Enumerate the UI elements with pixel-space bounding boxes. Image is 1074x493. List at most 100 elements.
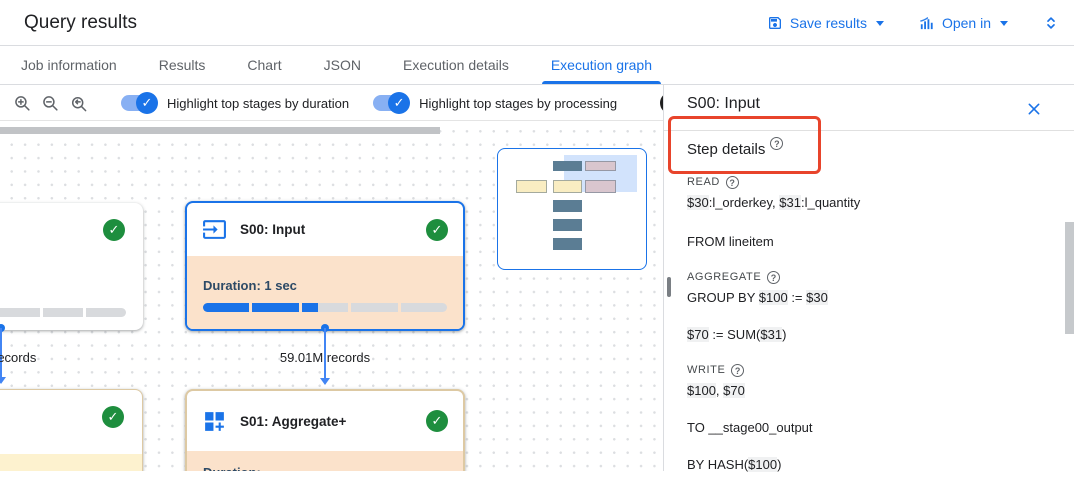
stage-title: S00: Input bbox=[240, 222, 306, 237]
stage-duration-section: Duration: bbox=[187, 451, 463, 471]
minimap-stage-block bbox=[516, 180, 547, 193]
header-actions: Save results Open in bbox=[767, 0, 1060, 46]
step-section-value: $70 := SUM($31) bbox=[687, 327, 787, 342]
stage-processing-section bbox=[0, 454, 142, 471]
graph-toolbar: ✓ Highlight top stages by duration ✓ Hig… bbox=[0, 86, 698, 121]
stage-complete-icon: ✓ bbox=[103, 219, 125, 241]
step-details-heading: Step details? bbox=[687, 137, 784, 158]
step-section: BY HASH($100) bbox=[687, 456, 1036, 473]
stage-progress-bar bbox=[0, 308, 126, 317]
zoom-reset-button[interactable] bbox=[69, 91, 88, 115]
tab-job-information[interactable]: Job information bbox=[21, 57, 117, 73]
stage-node-partial-top[interactable]: ✓ bbox=[0, 203, 143, 330]
panel-header-divider bbox=[664, 130, 1074, 131]
open-in-caret-icon bbox=[1000, 20, 1008, 26]
progress-segment bbox=[203, 303, 250, 312]
progress-segment bbox=[85, 308, 126, 317]
analytics-icon bbox=[918, 15, 935, 32]
panel-left-scrollbar[interactable] bbox=[667, 277, 671, 297]
tab-chart[interactable]: Chart bbox=[247, 57, 282, 73]
page-title: Query results bbox=[24, 12, 137, 33]
zoom-out-button[interactable] bbox=[41, 91, 60, 115]
edge-line bbox=[0, 328, 2, 379]
edge-arrow-icon bbox=[0, 377, 6, 384]
stage-complete-icon: ✓ bbox=[102, 406, 124, 428]
variable-token: $30 bbox=[806, 290, 828, 305]
highlight-processing-toggle[interactable]: ✓ bbox=[373, 92, 411, 114]
stage-complete-icon: ✓ bbox=[426, 218, 448, 241]
stage-node-partial-bottom[interactable]: ✓ bbox=[0, 389, 143, 471]
step-details-panel: S00: Input Step details? READ?$30:l_orde… bbox=[664, 85, 1074, 472]
minimap-stage-block bbox=[585, 161, 616, 171]
highlight-duration-toggle[interactable]: ✓ bbox=[121, 92, 158, 114]
stage-title: S01: Aggregate+ bbox=[240, 413, 347, 429]
save-icon bbox=[767, 15, 783, 31]
panel-divider-vertical bbox=[663, 85, 664, 471]
progress-segment bbox=[0, 308, 40, 317]
stage-duration-label: Duration: 1 sec bbox=[203, 278, 297, 293]
step-section: AGGREGATE?GROUP BY $100 := $30 bbox=[687, 270, 1036, 306]
variable-token: $70 bbox=[723, 383, 745, 398]
step-section: TO __stage00_output bbox=[687, 419, 1036, 436]
edge-records-label: records bbox=[0, 350, 37, 365]
progress-segment bbox=[252, 303, 299, 312]
save-results-caret-icon bbox=[875, 20, 884, 26]
variable-token: $70 bbox=[687, 327, 709, 342]
stage-progress-bar bbox=[203, 303, 448, 312]
query-results-header: Query results Save results Open in bbox=[0, 0, 1074, 46]
variable-token: $30 bbox=[687, 195, 709, 210]
minimap-stage-block bbox=[585, 180, 616, 193]
edge-line bbox=[324, 328, 326, 380]
help-icon[interactable]: ? bbox=[731, 363, 745, 377]
stage-node-header: S00: Input ✓ bbox=[187, 203, 463, 256]
close-icon[interactable] bbox=[1026, 101, 1042, 117]
highlight-duration-label: Highlight top stages by duration bbox=[167, 95, 350, 111]
minimap-stage-block bbox=[553, 200, 582, 212]
minimap-stage-block bbox=[553, 161, 582, 171]
progress-segment bbox=[351, 303, 398, 312]
stage-node-s01[interactable]: S01: Aggregate+ ✓ Duration: bbox=[185, 389, 465, 471]
help-icon[interactable]: ? bbox=[725, 175, 739, 189]
tab-bar: Job information Results Chart JSON Execution… bbox=[0, 46, 1074, 85]
step-section: FROM lineitem bbox=[687, 233, 1036, 250]
minimap-stage-block bbox=[553, 180, 582, 193]
zoom-in-button[interactable] bbox=[13, 91, 32, 115]
tab-execution-graph[interactable]: Execution graph bbox=[530, 46, 673, 84]
help-icon[interactable]: ? bbox=[767, 270, 781, 284]
edge-records-label: 59.01M records bbox=[279, 350, 371, 365]
open-in-label: Open in bbox=[941, 15, 991, 31]
stage-node-s00[interactable]: S00: Input ✓ Duration: 1 sec bbox=[185, 201, 465, 331]
execution-graph-canvas[interactable]: ✓ ✓ records S00: Input ✓ Duration: 1 sec… bbox=[0, 122, 663, 471]
progress-segment bbox=[301, 303, 349, 312]
step-section-label: WRITE? bbox=[687, 363, 1036, 377]
graph-minimap[interactable] bbox=[497, 148, 647, 270]
minimap-stage-block bbox=[553, 238, 582, 250]
collapse-expand-button[interactable] bbox=[1042, 14, 1060, 32]
tab-results[interactable]: Results bbox=[158, 57, 206, 73]
open-in-button[interactable]: Open in bbox=[918, 15, 1008, 32]
stage-duration-label: Duration: bbox=[203, 465, 447, 471]
step-section-value: TO __stage00_output bbox=[687, 420, 813, 435]
step-section: $70 := SUM($31) bbox=[687, 326, 1036, 343]
tab-execution-details[interactable]: Execution details bbox=[402, 57, 509, 73]
variable-token: $100 bbox=[687, 383, 716, 398]
step-section-value: BY HASH($100) bbox=[687, 457, 782, 472]
stage-complete-icon: ✓ bbox=[426, 410, 448, 432]
graph-horizontal-scrollbar[interactable] bbox=[0, 127, 440, 134]
panel-scrollbar[interactable] bbox=[1065, 222, 1074, 334]
step-section: READ?$30:l_orderkey, $31:l_quantity bbox=[687, 175, 1036, 211]
edge-arrow-icon bbox=[320, 378, 330, 385]
step-section-value: $30:l_orderkey, $31:l_quantity bbox=[687, 195, 861, 210]
step-section-label: AGGREGATE? bbox=[687, 270, 1036, 284]
toggle-check-icon: ✓ bbox=[388, 92, 411, 114]
toggle-check-icon: ✓ bbox=[136, 92, 158, 114]
variable-token: $31 bbox=[779, 195, 801, 210]
help-icon[interactable]: ? bbox=[770, 137, 784, 150]
panel-title: S00: Input bbox=[687, 95, 760, 112]
variable-token: $100 bbox=[748, 457, 778, 472]
tab-json[interactable]: JSON bbox=[323, 57, 361, 73]
progress-segment bbox=[400, 303, 448, 312]
save-results-button[interactable]: Save results bbox=[767, 15, 884, 31]
input-stage-icon bbox=[202, 217, 227, 242]
